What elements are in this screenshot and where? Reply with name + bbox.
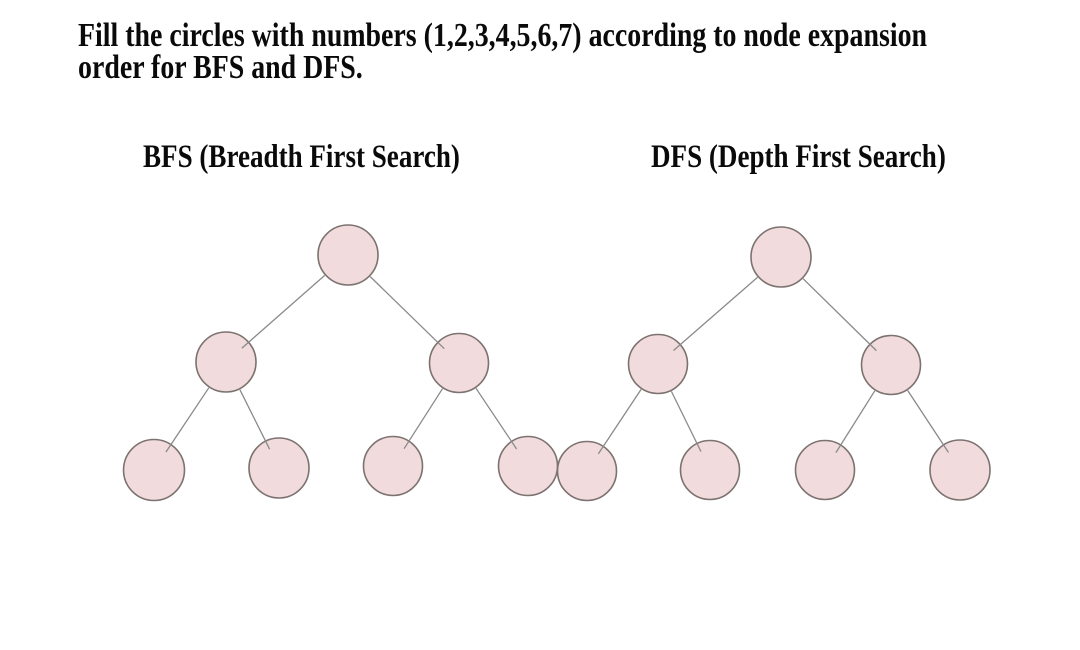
- dfs-tree-node-right-right: [929, 439, 991, 501]
- bfs-heading: BFS (Breadth First Search): [143, 139, 460, 175]
- question-line-2: order for BFS and DFS.: [78, 49, 363, 86]
- bfs-tree-node-root: [317, 224, 379, 286]
- bfs-tree-edge-left-to-left-left: [165, 387, 210, 453]
- bfs-tree-edge-right-to-right-right: [475, 387, 518, 450]
- dfs-tree-edge-root-to-left: [673, 276, 759, 351]
- dfs-heading: DFS (Depth First Search): [651, 139, 946, 175]
- dfs-tree-node-left: [627, 333, 689, 395]
- question-text: Fill the circles with numbers (1,2,3,4,5…: [78, 17, 928, 86]
- bfs-tree-edge-root-to-right: [369, 276, 445, 350]
- bfs-tree-node-right-left: [362, 435, 424, 497]
- dfs-tree-node-left-left: [556, 440, 618, 502]
- bfs-tree-node-right-right: [497, 435, 559, 497]
- bfs-tree-node-left: [195, 331, 257, 393]
- bfs-tree-node-left-left: [122, 438, 186, 502]
- question-line-1: Fill the circles with numbers (1,2,3,4,5…: [78, 17, 928, 54]
- bfs-tree-node-left-right: [248, 437, 310, 499]
- dfs-tree-edge-right-to-right-left: [835, 390, 876, 453]
- bfs-tree-edge-right-to-right-left: [403, 388, 444, 450]
- dfs-tree-node-left-right: [679, 439, 741, 501]
- dfs-tree-edge-left-to-left-left: [597, 389, 642, 455]
- dfs-tree-edge-root-to-right: [802, 278, 877, 352]
- dfs-tree-edge-left-to-left-right: [670, 391, 702, 452]
- bfs-tree: [122, 224, 559, 502]
- dfs-tree: [556, 226, 991, 502]
- dfs-tree-node-right-left: [794, 439, 856, 501]
- bfs-tree-edge-left-to-left-right: [239, 389, 271, 450]
- bfs-tree-edge-root-to-left: [241, 274, 326, 349]
- dfs-tree-edge-right-to-right-right: [907, 390, 950, 453]
- dfs-tree-node-root: [750, 226, 812, 288]
